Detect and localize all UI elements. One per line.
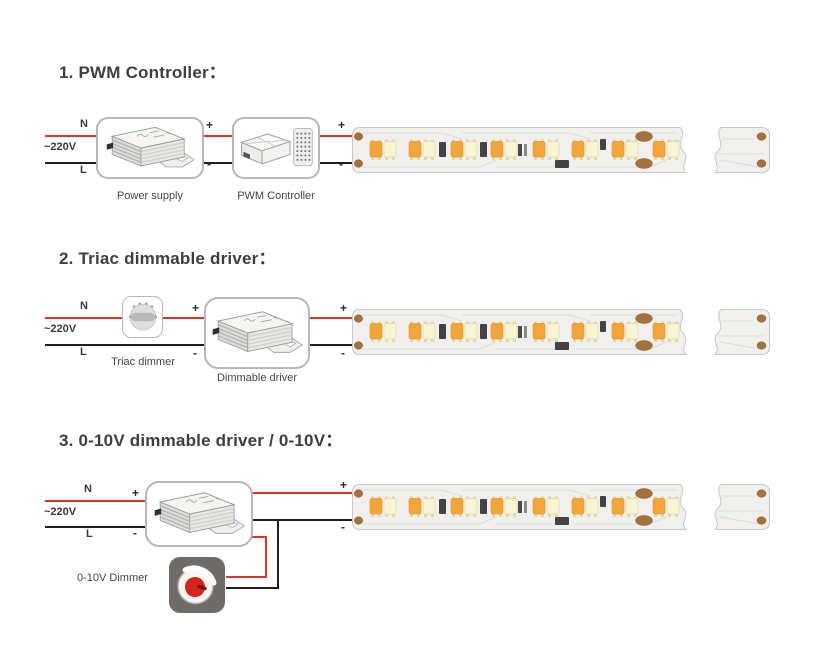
dimmable-driver-icon-s3 [151,485,247,543]
live-label-s1: L [80,164,87,176]
dim-wire-black-vertical [277,520,279,589]
section-2-title: 2. Triac dimmable driver： [59,249,276,268]
section-3-title: 3. 0-10V dimmable driver / 0-10V： [59,431,343,450]
dim-wire-red-horizontal [226,576,267,578]
triac-dimmer-dial-icon [124,297,162,337]
live-wire-in-s3 [45,500,149,502]
dc-negative-wire-s3 [251,519,358,521]
0-10v-dimmer-knob-icon [168,556,226,614]
power-supply-box-s1 [96,117,204,179]
dim-wire-black-horizontal [226,587,279,589]
neutral-label-s3: N [84,483,92,495]
plus-marker-driver-in-s2: + [192,301,200,315]
dimmable-driver-box [204,297,310,369]
mains-voltage-label-s1: ~220V [44,141,77,153]
dimmable-driver-box-s3 [145,481,253,547]
minus-marker-strip-s2: - [341,346,345,360]
section-1-title: 1. PWM Controller： [59,63,226,82]
neutral-wire-in-s3 [45,526,149,528]
led-strip-s1 [350,127,772,173]
dimmable-driver-icon [209,304,305,362]
live-label-s2: L [80,346,87,358]
plus-marker-strip-s3: + [340,478,348,492]
dim-wire-red-top [250,536,267,538]
led-strip-s3 [350,484,772,530]
neutral-label-s2: N [80,300,88,312]
plus-marker-psu-out-s1: + [206,118,214,132]
live-wire-s2 [45,317,358,319]
minus-marker-psu-out-s1: - [207,157,211,171]
dimmable-driver-label: Dimmable driver [216,372,298,384]
triac-dimmer-box [122,296,163,338]
minus-marker-driver-in-s2: - [193,346,197,360]
mains-voltage-label-s3: ~220V [44,506,77,518]
live-label-s3: L [86,528,93,540]
power-supply-label: Power supply [116,190,184,202]
0-10v-dimmer-label: 0-10V Dimmer [77,572,148,584]
neutral-wire-s2 [45,344,358,346]
minus-marker-strip-s1: - [339,157,343,171]
plus-marker-driver-in-s3: + [132,486,140,500]
neutral-label-s1: N [80,118,88,130]
plus-marker-strip-s2: + [340,301,348,315]
dim-wire-red-vertical [265,536,267,578]
pwm-controller-icon [236,121,316,175]
dc-positive-wire-s3 [251,492,358,494]
minus-marker-driver-in-s3: - [133,526,137,540]
pwm-controller-box [232,117,320,179]
plus-marker-strip-s1: + [338,118,346,132]
triac-dimmer-label: Triac dimmer [111,356,175,368]
minus-marker-strip-s3: - [341,520,345,534]
led-strip-s2 [350,309,772,355]
pwm-controller-label: PWM Controller [237,190,315,202]
mains-voltage-label-s2: ~220V [44,323,77,335]
power-supply-icon [103,121,197,175]
